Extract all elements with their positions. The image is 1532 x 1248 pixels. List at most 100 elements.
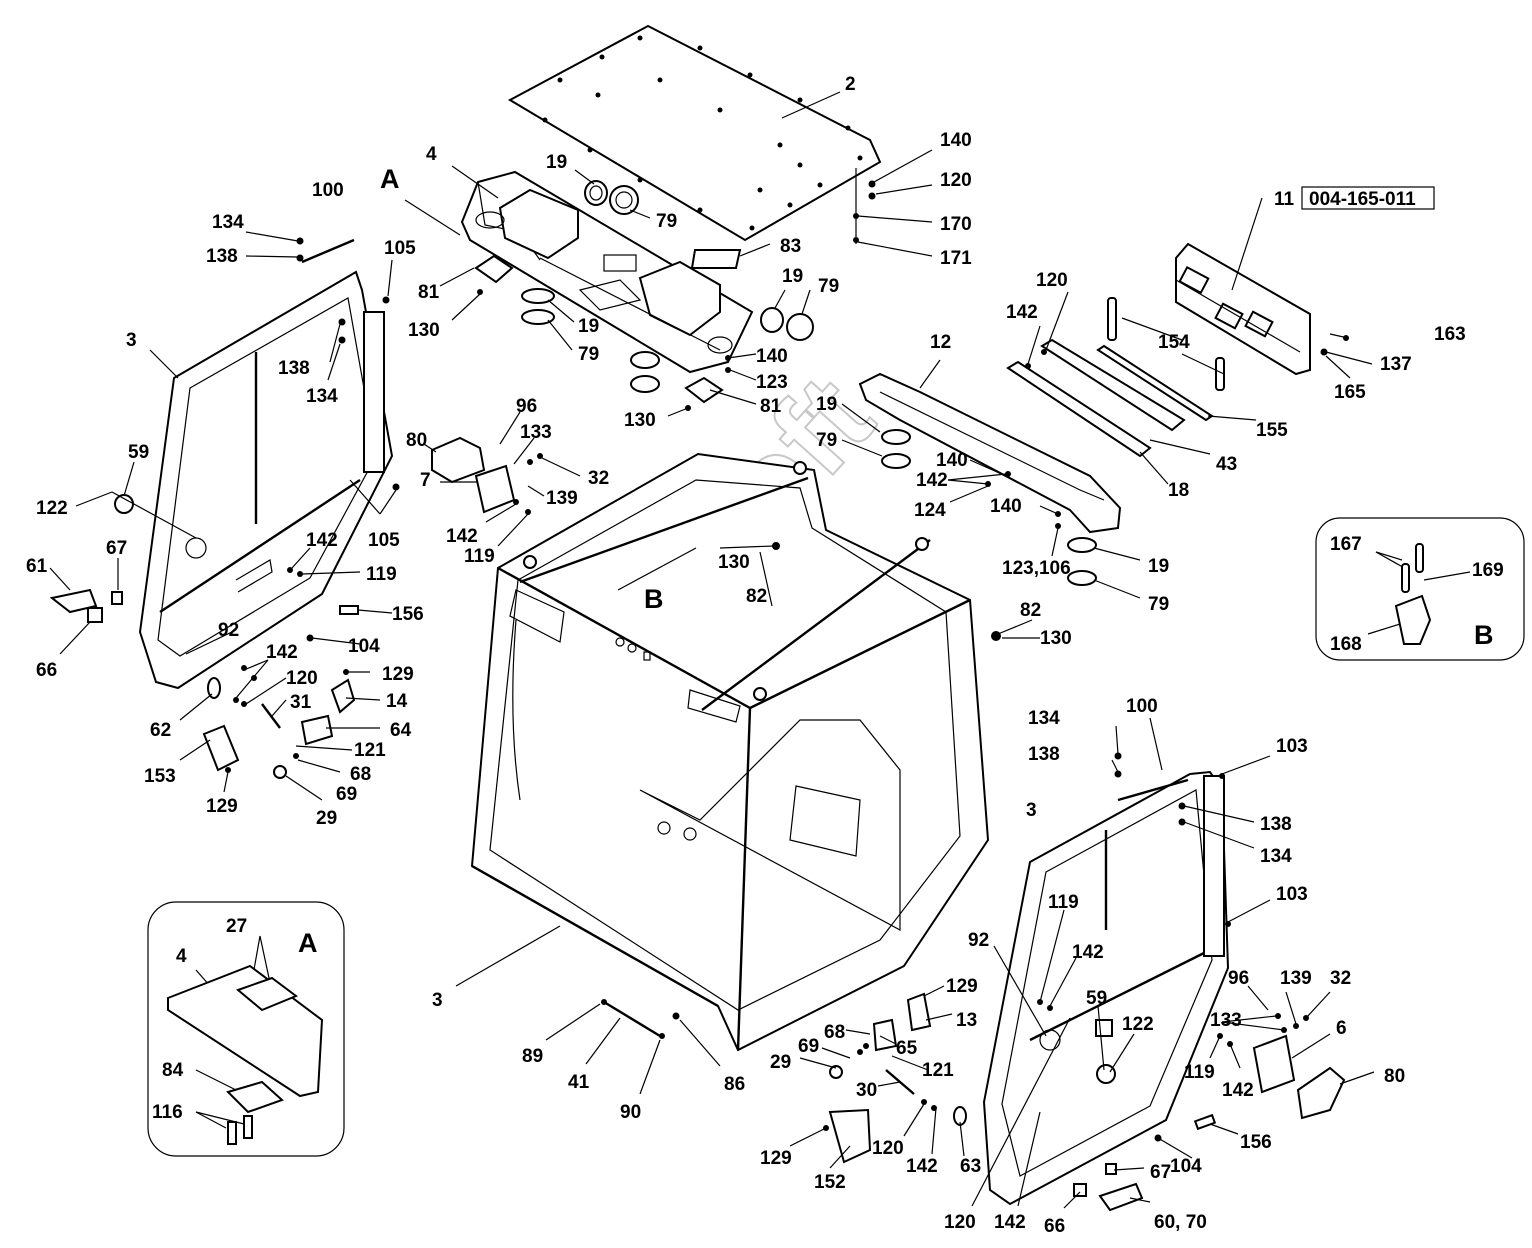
label-142: 142 [1072,942,1104,963]
label-67: 67 [1150,1162,1171,1183]
label-82: 82 [1020,600,1041,621]
label-104: 104 [1170,1156,1202,1177]
label-140: 140 [756,346,788,367]
label-79: 79 [656,211,677,232]
label-134: 134 [212,212,244,233]
label-140: 140 [990,496,1022,517]
label-138: 138 [1260,814,1292,835]
label-134: 134 [1028,708,1060,729]
detail-a-letter: A [298,928,318,958]
label-29: 29 [316,808,337,829]
label-119: 119 [366,564,397,585]
label-137: 137 [1380,354,1412,375]
label-142: 142 [1006,302,1038,323]
label-138: 138 [278,358,310,379]
label-68: 68 [350,764,371,785]
label-138: 138 [206,246,238,267]
label-79: 79 [816,430,837,451]
label-43: 43 [1216,454,1237,475]
label-123-106: 123,106 [1002,558,1071,579]
label-155: 155 [1256,420,1288,441]
label-32: 32 [588,468,609,489]
label-detail-b-marker: B [644,584,664,614]
label-142: 142 [446,526,478,547]
label-84: 84 [162,1060,184,1081]
label-165: 165 [1334,382,1366,403]
label-79: 79 [818,276,839,297]
label-120: 120 [286,668,318,689]
label-133: 133 [1210,1010,1242,1031]
refcode-box [1301,186,1435,210]
label-156: 156 [1240,1132,1272,1153]
label-129: 129 [206,796,238,817]
label-100: 100 [312,180,344,201]
label-61: 61 [26,556,48,577]
vent-rings [431,180,1346,1120]
label-62: 62 [150,720,171,741]
label-100: 100 [1126,696,1158,717]
label-59: 59 [1086,988,1107,1009]
label-79: 79 [578,344,599,365]
label-4: 4 [426,144,437,165]
label-3: 3 [432,990,443,1011]
label-171: 171 [940,248,972,269]
label-96: 96 [516,396,537,417]
label-detail-a-marker: A [380,164,400,194]
label-7: 7 [420,470,431,491]
label-66: 66 [1044,1216,1065,1237]
label-163: 163 [1434,324,1466,345]
label-63: 63 [960,1156,981,1177]
label-12: 12 [930,332,951,353]
label-142: 142 [994,1212,1026,1233]
label-134: 134 [1260,846,1292,867]
label-79: 79 [1148,594,1169,615]
label-122: 122 [1122,1014,1154,1035]
label-103: 103 [1276,736,1308,757]
refcode: 004-165-011 [1309,189,1416,210]
label-30: 30 [856,1080,877,1101]
label-31: 31 [290,692,312,713]
label-60-70: 60, 70 [1154,1212,1207,1233]
label-120: 120 [944,1212,976,1233]
label-18: 18 [1168,480,1189,501]
label-120: 120 [872,1138,904,1159]
label-29: 29 [770,1052,791,1073]
label-19: 19 [1148,556,1169,577]
label-82: 82 [746,586,767,607]
label-130: 130 [408,320,440,341]
label-105: 105 [384,238,416,259]
label-130: 130 [1040,628,1072,649]
label-89: 89 [522,1046,543,1067]
label-142: 142 [1222,1080,1254,1101]
label-142: 142 [916,470,948,491]
label-68: 68 [824,1022,845,1043]
label-153: 153 [144,766,176,787]
label-152: 152 [814,1172,846,1193]
label-121: 121 [922,1060,954,1081]
label-140: 140 [936,450,968,471]
label-11: 11 [1274,189,1295,210]
label-134: 134 [306,386,338,407]
label-170: 170 [940,214,972,235]
label-66: 66 [36,660,57,681]
label-19: 19 [546,152,567,173]
label-116: 116 [152,1102,183,1123]
label-105: 105 [368,530,400,551]
label-139: 139 [1280,968,1312,989]
label-119: 119 [1184,1062,1215,1083]
detail-b-box [1315,517,1525,661]
label-64: 64 [390,720,412,741]
label-2: 2 [845,74,856,95]
label-129: 129 [760,1148,792,1169]
label-3: 3 [1026,800,1037,821]
overhead-console-panel [1175,242,1311,376]
label-140: 140 [940,130,972,151]
label-86: 86 [724,1074,745,1095]
label-27: 27 [226,916,247,937]
label-104: 104 [348,636,380,657]
label-65: 65 [896,1038,918,1059]
leader-lines [49,91,1471,1209]
label-142: 142 [906,1156,938,1177]
label-120: 120 [1036,270,1068,291]
